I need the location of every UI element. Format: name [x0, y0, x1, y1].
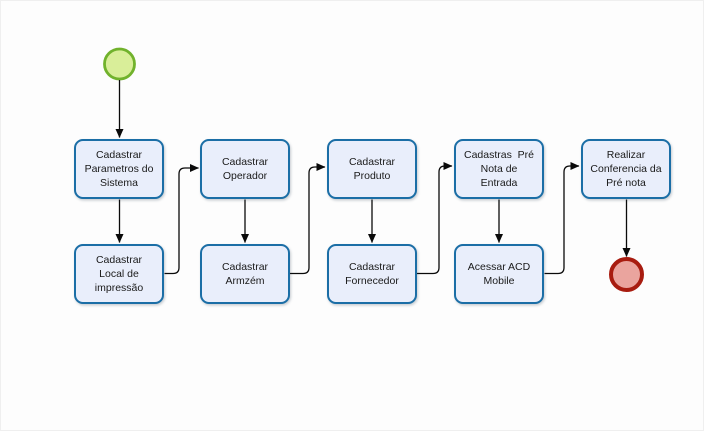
task-label-line: Cadastrar	[95, 149, 143, 161]
task-cadastrar-parametros-do-sistema[interactable]: Cadastrar Parametros do Sistema	[74, 139, 164, 199]
task-label-line: Parametros do	[84, 163, 154, 175]
edge-armzem-to-produto	[289, 163, 326, 275]
task-label-line: Produto	[353, 170, 391, 182]
task-label-line: Sistema	[100, 177, 138, 189]
end-event-circle[interactable]	[609, 257, 644, 292]
task-label-line: Nota de	[480, 163, 518, 175]
task-label-line: Pré nota	[606, 177, 646, 189]
task-label-line: Cadastrar	[221, 156, 269, 168]
task-label-line: Fornecedor	[345, 275, 399, 287]
task-label-line: Armzém	[225, 275, 265, 287]
task-cadastras-pre-nota-de-entrada[interactable]: Cadastras Pré Nota de Entrada	[454, 139, 544, 199]
task-label-line: Cadastrar	[221, 261, 269, 273]
task-label-line: Cadastrar	[348, 156, 396, 168]
task-label-line: Mobile	[483, 275, 515, 287]
task-cadastrar-armzem[interactable]: Cadastrar Armzém	[200, 244, 290, 304]
task-cadastrar-fornecedor[interactable]: Cadastrar Fornecedor	[327, 244, 417, 304]
edge-fornecedor-to-pre-nota	[416, 162, 453, 275]
task-label-line: Cadastrar	[95, 254, 143, 266]
task-cadastrar-produto[interactable]: Cadastrar Produto	[327, 139, 417, 199]
task-label-line: Realizar	[606, 149, 646, 161]
task-label-line: Entrada	[480, 177, 518, 189]
task-label-line: Acessar ACD	[467, 261, 531, 273]
task-label-line: Cadastras Pré	[463, 149, 535, 161]
task-label-line: impressão	[94, 282, 144, 294]
task-acessar-acd-mobile[interactable]: Acessar ACD Mobile	[454, 244, 544, 304]
edge-acd-mobile-to-conferencia	[544, 162, 580, 275]
task-label-line: Cadastrar	[348, 261, 396, 273]
task-label-line: Local de	[99, 268, 139, 280]
start-event-circle[interactable]	[103, 47, 136, 81]
task-realizar-conferencia-da-pre-nota[interactable]: Realizar Conferencia da Pré nota	[581, 139, 671, 199]
task-cadastrar-local-de-impressao[interactable]: Cadastrar Local de impressão	[74, 244, 164, 304]
task-label-line: Operador	[222, 170, 268, 182]
task-cadastrar-operador[interactable]: Cadastrar Operador	[200, 139, 290, 199]
edge-local-impressao-to-operador	[164, 164, 199, 275]
task-label-line: Conferencia da	[590, 163, 662, 175]
